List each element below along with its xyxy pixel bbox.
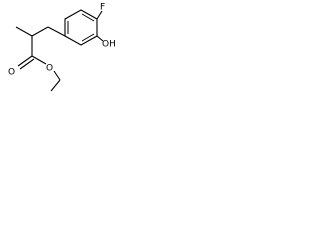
ethyl-bond-2	[50, 79, 61, 92]
backbone-bond	[31, 26, 49, 37]
methyl-bond	[15, 26, 33, 37]
hydroxyl-bond	[96, 35, 104, 42]
carbonyl-double-bond-1	[17, 55, 33, 67]
fluorine-label: F	[100, 3, 105, 13]
molecule-diagram: F OH O O	[8, 3, 116, 92]
fluoro-bond	[96, 10, 103, 20]
benzyl-bond	[47, 26, 66, 37]
hydroxyl-label: OH	[102, 40, 116, 50]
structure-canvas: F OH O O	[0, 0, 126, 100]
ethyl-bond-1	[53, 70, 61, 81]
ester-bond	[31, 55, 47, 65]
benzene-ring	[64, 9, 98, 46]
carbonyl-double-bond-2	[19, 58, 35, 70]
ring-double-bond-1	[81, 13, 95, 22]
ring-double-bond-2	[81, 33, 95, 42]
ester-oxygen-label: O	[46, 64, 53, 74]
carbonyl-oxygen-label: O	[8, 68, 15, 78]
